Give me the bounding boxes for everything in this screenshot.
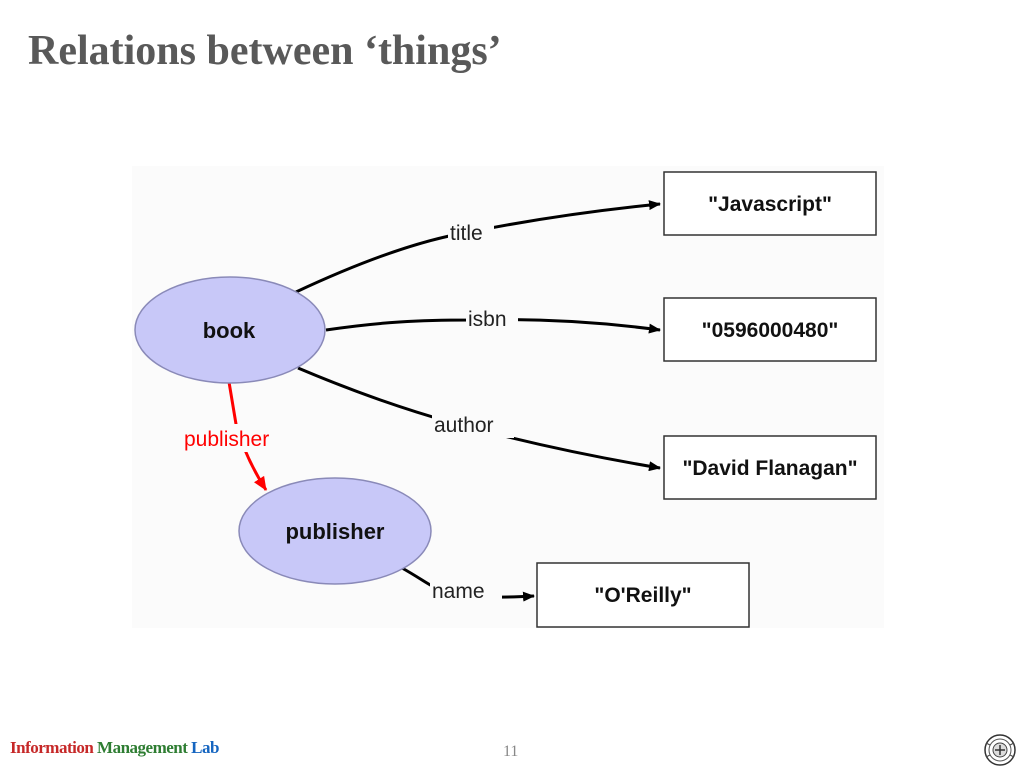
lab-logo-text: Information Management Lab [10,738,219,758]
node-publisher-label: publisher [285,519,384,544]
slide-title: Relations between ‘things’ [28,28,502,74]
lab-logo-word1: Information [10,738,94,757]
literal-name-box: "O'Reilly" [536,562,750,628]
literal-isbn-text: "0596000480" [702,319,839,342]
literal-title-box: "Javascript" [663,171,877,236]
lab-logo-word3: Lab [191,738,219,757]
node-book-label: book [203,318,256,343]
page-number: 11 [503,743,519,760]
edge-label-isbn: isbn [468,308,507,331]
edge-label-name: name [432,580,485,603]
lab-logo-word2: Management [97,738,188,757]
node-book: book [134,276,326,384]
edge-label-publisher: publisher [184,428,269,451]
edge-label-title: title [450,222,483,245]
literal-title-text: "Javascript" [708,193,832,216]
edge-label-author: author [434,414,494,437]
literal-isbn-box: "0596000480" [663,297,877,362]
literal-author-box: "David Flanagan" [663,435,877,500]
node-publisher: publisher [238,477,432,585]
university-seal-icon [984,734,1016,766]
literal-name-text: "O'Reilly" [594,584,691,607]
literal-author-text: "David Flanagan" [682,457,857,480]
